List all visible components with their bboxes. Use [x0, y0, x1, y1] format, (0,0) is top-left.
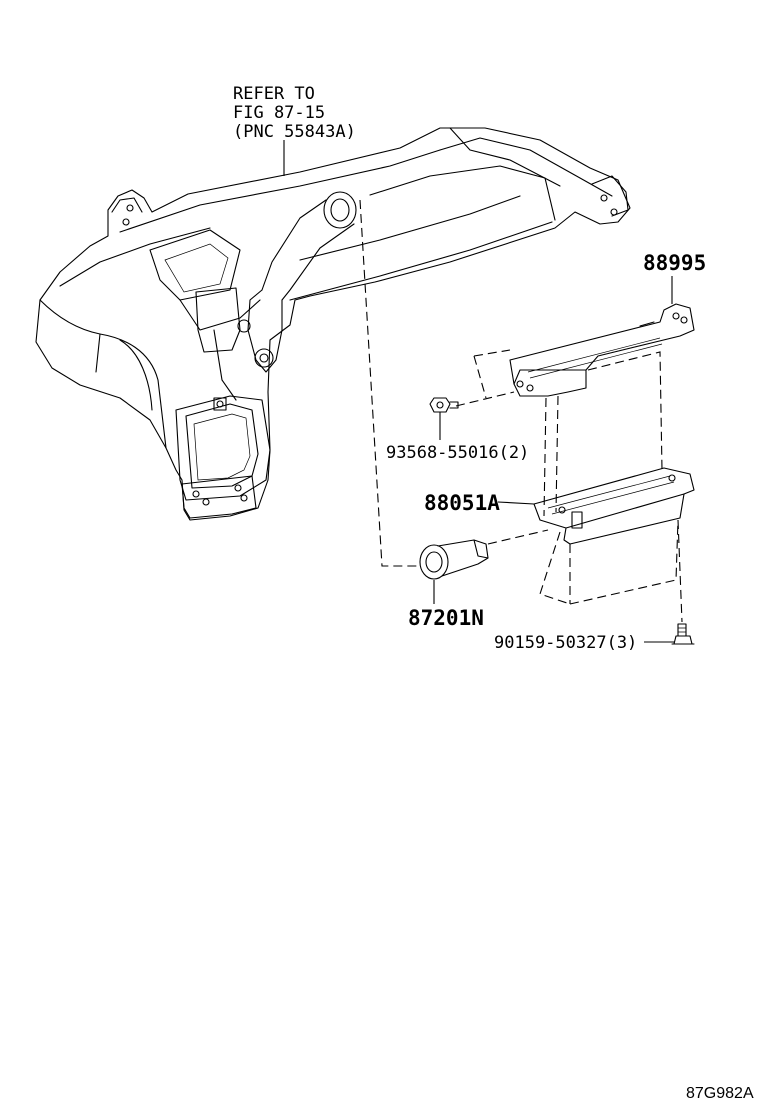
callout-93568-55016: 93568-55016(2) [386, 443, 529, 463]
fuel-tank-illustration [35, 127, 631, 521]
nut-93568-55016 [429, 397, 459, 413]
refer-note-line1: REFER TO [233, 84, 315, 104]
grommet-87201n [419, 539, 489, 580]
refer-note-line2: FIG 87-15 [233, 103, 325, 123]
callout-87201n: 87201N [408, 606, 484, 630]
leader-lines [433, 276, 674, 643]
callout-88995: 88995 [643, 251, 706, 275]
bracket-88995 [509, 303, 695, 397]
assembly-guide-lines [359, 199, 683, 623]
bolt-90159-50327 [671, 623, 695, 645]
module-88051a [533, 467, 695, 545]
callout-88051a: 88051A [424, 491, 500, 515]
refer-note-line3: (PNC 55843A) [233, 122, 356, 142]
callout-90159-50327: 90159-50327(3) [494, 633, 637, 653]
figure-code: 87G982A [686, 1085, 754, 1102]
